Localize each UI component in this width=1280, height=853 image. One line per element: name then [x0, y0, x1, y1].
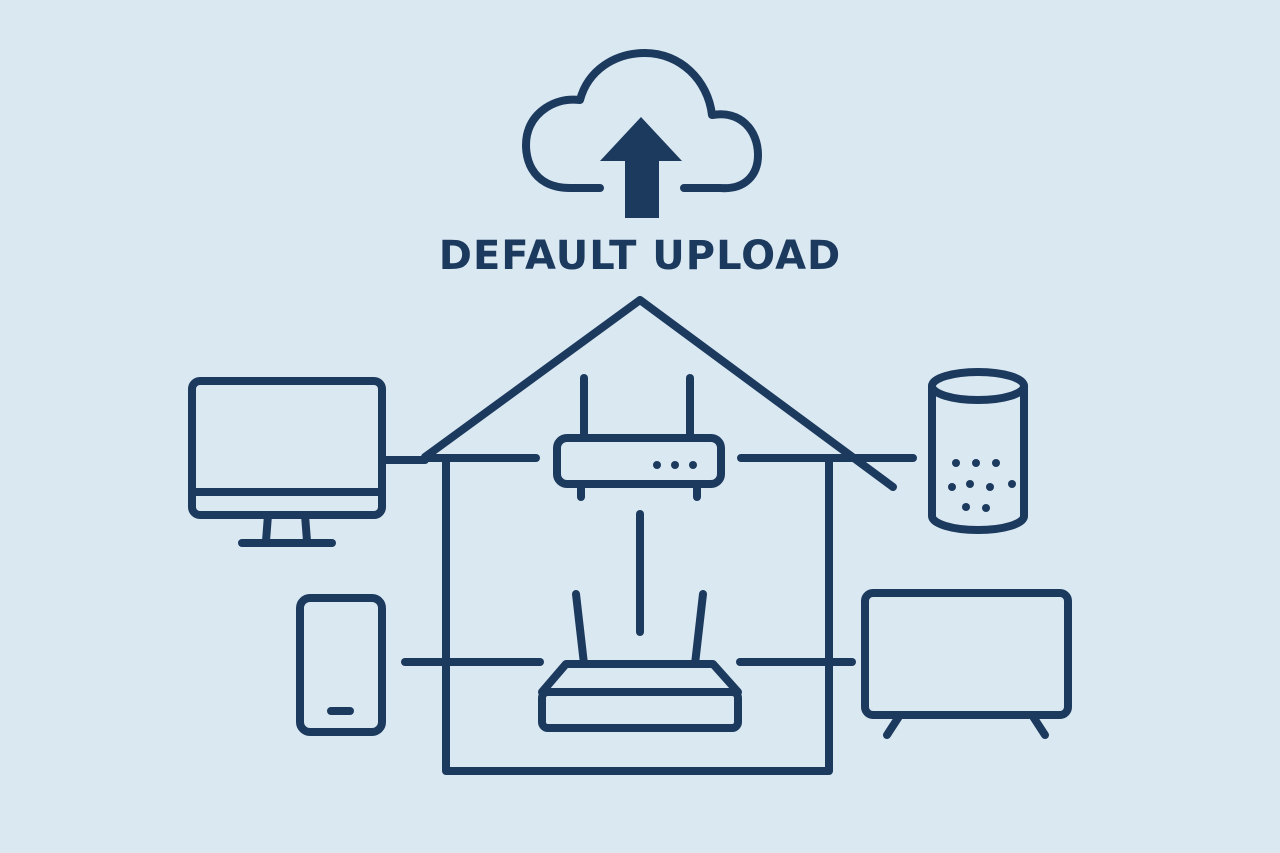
house-roof — [421, 296, 897, 491]
house-outline — [421, 296, 917, 775]
smartphone-icon — [296, 594, 544, 736]
router-icon — [553, 374, 725, 501]
cloud-upload-icon — [522, 49, 762, 218]
television-icon — [736, 589, 1072, 739]
house-walls — [442, 454, 833, 775]
modem-icon — [538, 590, 742, 732]
upload-arrow — [600, 117, 682, 218]
desktop-monitor-icon — [188, 377, 429, 547]
cloud-outline — [522, 49, 762, 193]
diagram-title: DEFAULT UPLOAD — [438, 233, 842, 279]
smart-speaker-icon — [928, 368, 1028, 534]
